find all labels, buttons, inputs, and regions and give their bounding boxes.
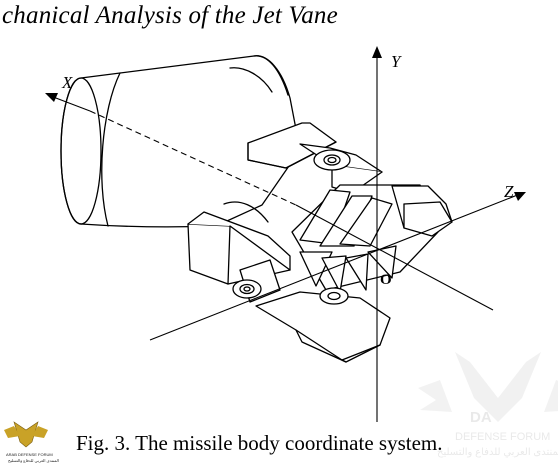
y-axis-arrow (372, 46, 382, 58)
x-axis-label: X (61, 73, 73, 92)
logo-line1: ARAB DEFENSE FORUM (6, 452, 53, 457)
x-axis-tail (295, 204, 494, 311)
axis-labels: X Y Z O (61, 52, 514, 288)
z-axis-line (149, 193, 521, 341)
z-axis-label: Z (504, 182, 514, 201)
vane-assembly (291, 184, 453, 293)
z-axis-arrow (514, 192, 526, 201)
coordinate-axes (45, 46, 526, 422)
watermark-line2: المنتدى العربي للدفاع والتسليح (437, 447, 558, 458)
x-axis-arrow (45, 93, 58, 102)
figure-caption: Fig. 3. The missile body coordinate syst… (76, 431, 443, 455)
missile-cylinder (60, 55, 301, 228)
watermark-big: DA (470, 409, 492, 426)
forum-logo: ARAB DEFENSE FORUM المنتدى العربي للدفاع… (4, 421, 59, 463)
logo-line2: المنتدى العربي للدفاع والتسليح (8, 458, 59, 463)
origin-label: O (380, 272, 392, 288)
lower-bracket (255, 287, 391, 363)
page-heading: chanical Analysis of the Jet Vane (2, 2, 338, 29)
upper-bracket (247, 122, 383, 194)
left-bracket (187, 211, 291, 303)
x-axis-dashed (89, 110, 297, 206)
watermark-line1: DEFENSE FORUM (455, 431, 550, 443)
y-axis-label: Y (391, 52, 402, 71)
watermark: DA DEFENSE FORUM المنتدى العربي للدفاع و… (418, 352, 558, 458)
